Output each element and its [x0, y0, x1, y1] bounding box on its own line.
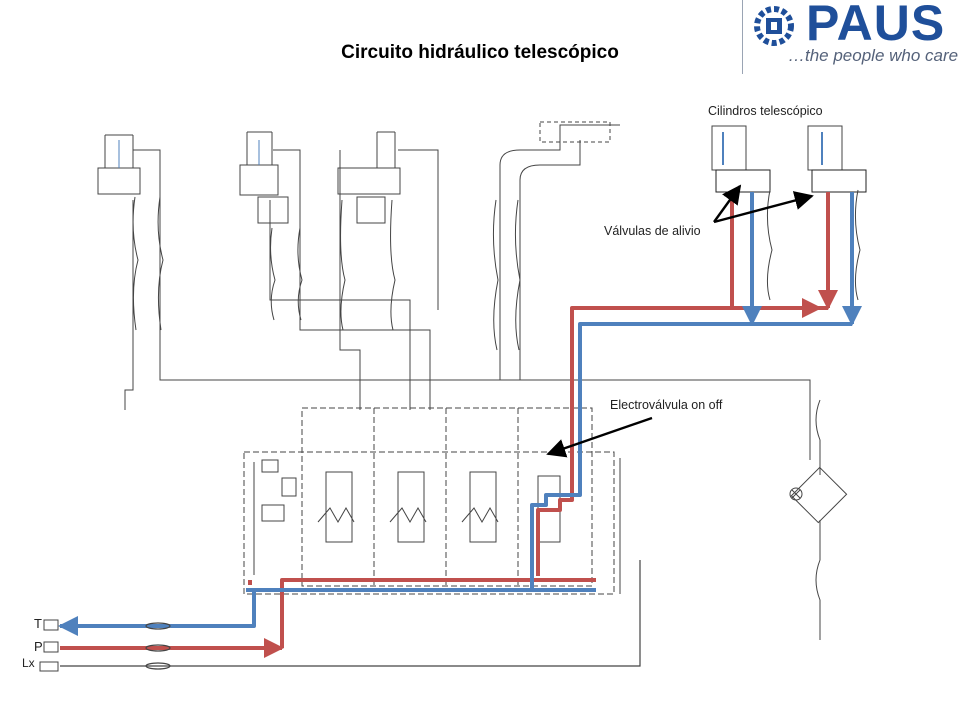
diagram-title: Circuito hidráulico telescópico [341, 42, 619, 63]
logo-divider [742, 0, 743, 74]
annotation-arrows [546, 184, 814, 458]
brand-tagline: …the people who care [788, 46, 959, 65]
label-telescopic-cylinders: Cilindros telescópico [708, 104, 823, 118]
pressure-lines [60, 192, 838, 658]
port-symbols [39, 619, 59, 672]
telescopic-cylinder-1 [711, 125, 747, 171]
telescopic-cylinder-2 [807, 125, 843, 171]
port-label-tank: T [34, 616, 42, 631]
lx-port-symbol [39, 661, 59, 672]
relief-arrow-1 [713, 184, 742, 223]
brand-wordmark: PAUS [806, 0, 946, 51]
cylinder-1-body [97, 167, 141, 195]
relief-arrow-2 [713, 191, 814, 224]
pressure-port-symbol [43, 641, 59, 653]
cylinder-3-body [337, 167, 401, 195]
port-label-pressure: P [34, 639, 43, 654]
valve-block [243, 407, 621, 595]
telescopic-cylinders [711, 125, 867, 301]
gear-logo-icon [754, 6, 794, 46]
tank-port-symbol [43, 619, 59, 631]
left-cylinders [97, 121, 848, 640]
return-lines [58, 192, 862, 636]
cylinder-2-body [239, 164, 279, 196]
label-solenoid-valve: Electroválvula on off [610, 398, 723, 412]
port-label-lx: Lx [22, 656, 35, 670]
label-relief-valves: Válvulas de alivio [604, 224, 701, 238]
tank-drain-line [60, 560, 641, 670]
solenoid-arrow [546, 416, 653, 458]
